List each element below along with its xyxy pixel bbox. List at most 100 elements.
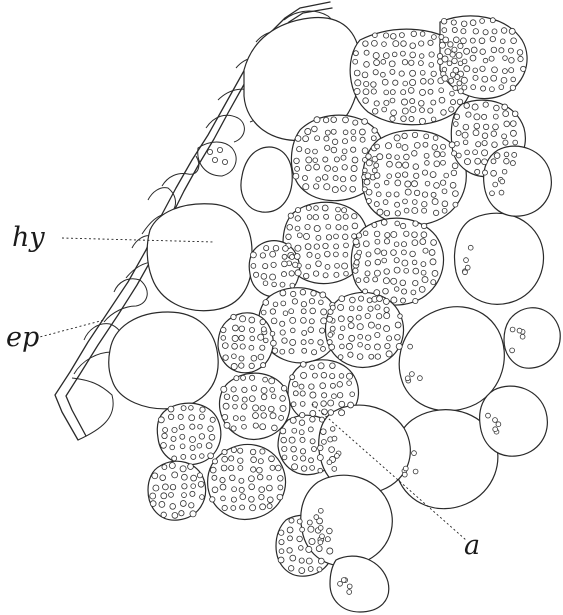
starch-granule [453,67,459,73]
starch-granule [271,394,276,399]
starch-granule [349,306,354,311]
starch-granule [260,504,266,510]
starch-granule [453,86,458,91]
starch-granule [318,340,323,345]
starch-granule [224,394,230,400]
starch-granule [400,298,405,303]
starch-granule [494,153,500,159]
starch-granule [327,528,333,534]
starch-granule [371,40,377,46]
starch-granule [301,340,306,345]
starch-granule [350,297,356,303]
starch-granule [314,117,320,123]
starch-granule [310,308,316,314]
starch-granule [168,406,174,412]
starch-granule [300,437,305,442]
starch-granule [306,546,312,552]
starch-granule [318,508,323,513]
starch-granule [501,28,507,34]
starch-granule [456,131,461,136]
starch-granule [267,475,272,480]
starch-granule [387,174,392,179]
starch-granule [327,460,332,465]
starch-granule [413,469,418,474]
starch-granule [281,437,287,443]
starch-granule [261,310,266,315]
starch-granule [503,140,508,145]
starch-granule [512,111,518,117]
starch-granule [351,147,356,152]
starch-granule [460,38,466,44]
starch-granule [289,309,294,314]
starch-granule [152,473,158,479]
starch-granule [288,566,294,572]
starch-granule [224,422,230,428]
starch-granule [231,387,236,392]
starch-granule [363,89,369,95]
starch-granule [480,19,485,24]
starch-granule [496,422,501,427]
starch-granule [200,495,205,500]
starch-granule [249,375,254,380]
starch-granule [305,244,311,250]
starch-granule [452,58,458,64]
starch-granule [392,52,397,57]
starch-granule [425,161,430,166]
starch-granule [206,443,212,449]
starch-granule [352,214,357,219]
starch-granule [233,416,238,421]
starch-granule [420,108,425,113]
starch-granule [473,75,478,80]
starch-granule [240,416,245,421]
starch-granule [306,558,312,564]
starch-granule [293,173,299,179]
starch-granule [312,350,317,355]
starch-granule [321,409,327,415]
starch-granule [292,428,297,433]
starch-granule [483,102,488,107]
starch-granule [374,163,379,168]
starch-granule [373,277,378,282]
starch-granule [260,406,265,411]
starch-granule [240,505,245,510]
starch-granule [343,214,348,219]
starch-granule [401,41,407,47]
starch-granule [261,327,266,332]
starch-granule [421,270,426,275]
starch-granule [374,270,380,276]
starch-granule [362,148,368,154]
starch-granule [512,152,517,157]
starch-granule [329,344,335,350]
starch-granule [349,335,355,341]
starch-granule [421,223,426,228]
starch-granule [493,182,498,187]
starch-granule [449,107,454,112]
starch-granule [170,484,175,489]
starch-granule [251,386,256,391]
starch-granule [461,21,467,27]
starch-granule [419,41,424,46]
starch-granule [474,123,480,129]
starch-granule [342,139,347,144]
starch-granule [305,224,310,229]
starch-granule [414,190,419,195]
starch-granule [330,373,335,378]
starch-granule [339,296,345,302]
starch-granule [337,392,342,397]
starch-granule [381,250,387,256]
starch-granule [476,142,481,147]
starch-granule [371,136,376,141]
starch-granule [287,225,293,231]
starch-granule [308,427,313,432]
starch-granule [394,242,399,247]
starch-granule [332,467,337,472]
starch-granule [197,443,202,448]
starch-granule [474,114,480,120]
starch-granule [455,141,460,146]
starch-granule [330,305,335,310]
starch-granule [162,484,168,490]
starch-granule [404,154,410,160]
starch-granule [520,334,525,339]
starch-granule [445,49,451,55]
